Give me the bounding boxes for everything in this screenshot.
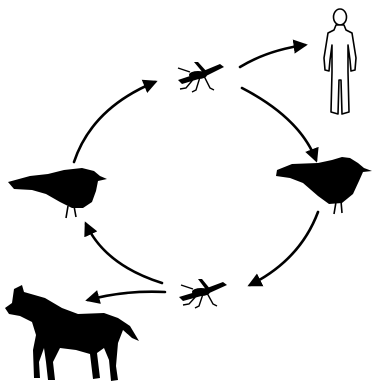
arrow-mosquito-to-bird-left	[86, 224, 162, 283]
arrow-mosquito-to-horse	[88, 292, 165, 300]
mosquito-icon	[178, 62, 224, 92]
arrow-bird-left-to-mosquito	[74, 82, 155, 162]
human-icon	[324, 9, 356, 114]
bird-icon	[276, 157, 372, 214]
arrow-mosquito-to-human	[240, 45, 305, 67]
mosquito-icon	[179, 279, 227, 308]
arrow-bird-right-to-mosquito-bottom	[250, 212, 318, 285]
bird-icon	[8, 168, 107, 218]
arrow-mosquito-to-bird-right	[242, 88, 316, 160]
horse-icon	[5, 285, 139, 381]
